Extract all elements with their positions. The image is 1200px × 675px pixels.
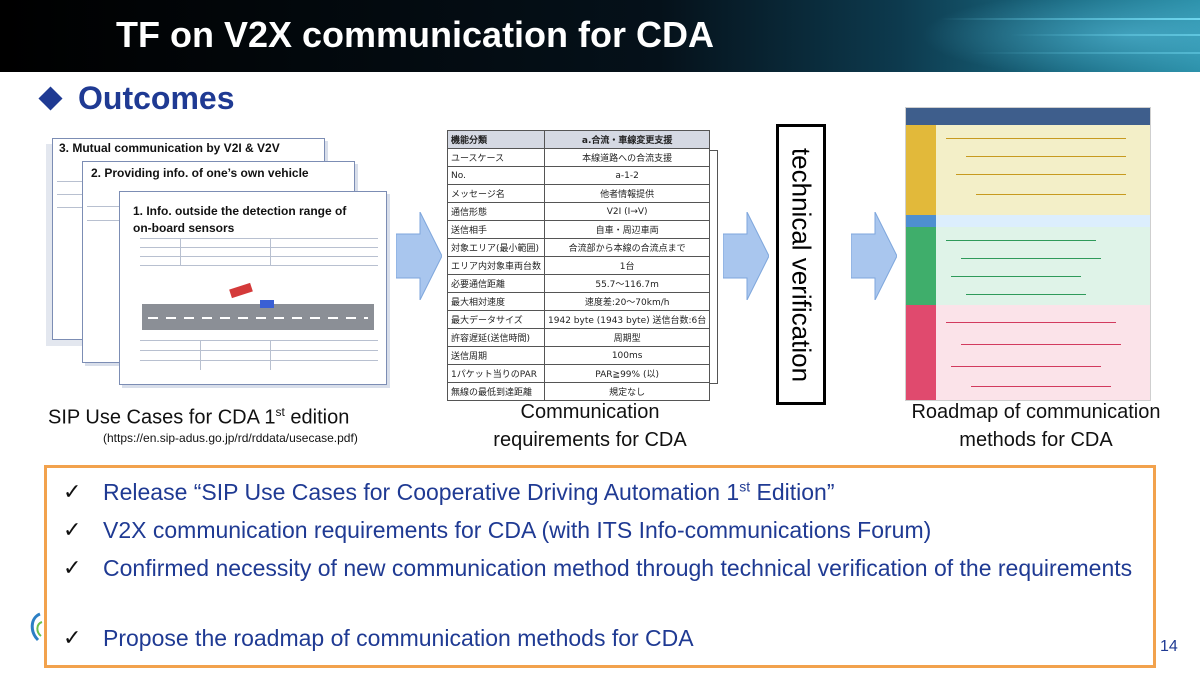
flow-arrow-2: [723, 212, 769, 300]
road-illustration: [142, 304, 374, 330]
requirement-value: 1942 byte (1943 byte) 送信台数:6台: [544, 310, 711, 329]
requirement-value: PAR≧99% (以): [544, 364, 711, 383]
requirement-value: 1台: [544, 256, 711, 275]
outcome-item: ✓ V2X communication requirements for CDA…: [63, 517, 932, 543]
requirement-value: 自車・周辺車両: [544, 220, 711, 239]
doc-title: 3. Mutual communication by V2I & V2V: [59, 141, 280, 155]
roadmap-band: [906, 305, 1150, 400]
requirement-value: a-1-2: [544, 166, 711, 185]
check-icon: ✓: [63, 479, 82, 504]
requirement-value: 他者情報提供: [544, 184, 711, 203]
use-cases-url: (https://en.sip-adus.go.jp/rd/rddata/use…: [103, 431, 358, 445]
check-icon: ✓: [63, 517, 82, 542]
requirement-key: 許容遅延(送信時間): [446, 328, 546, 347]
requirement-key: 最大データサイズ: [446, 310, 546, 329]
flow-arrow-1: [396, 212, 442, 300]
technical-verification-label: technical verification: [786, 147, 817, 382]
requirement-key: 対象エリア(最小範囲): [446, 238, 546, 257]
requirement-key: エリア内対象車両台数: [446, 256, 546, 275]
requirement-value: 55.7〜116.7m: [544, 274, 711, 293]
banner-streak: [940, 18, 1200, 20]
requirement-key: 通信形態: [446, 202, 546, 221]
requirements-row: No.a-1-2: [446, 166, 711, 185]
outcome-item: ✓ Propose the roadmap of communication m…: [63, 625, 694, 651]
requirements-row: 送信相手自車・周辺車両: [446, 220, 711, 239]
car-icon: [260, 300, 274, 308]
slide-title: TF on V2X communication for CDA: [116, 14, 715, 55]
doc-title-line1: 1. Info. outside the detection range of: [133, 204, 347, 218]
requirements-row: 最大相対速度速度差:20〜70km/h: [446, 292, 711, 311]
requirements-row: 無線の最低到達距離規定なし: [446, 382, 711, 401]
car-icon: [229, 282, 253, 299]
flow-arrow-3: [851, 212, 897, 300]
requirement-value: 本線道路への合流支援: [544, 148, 711, 167]
logo-fragment-icon: [30, 612, 43, 642]
requirements-row: ユースケース本線道路への合流支援: [446, 148, 711, 167]
technical-verification-box: technical verification: [776, 124, 826, 405]
requirement-key: 送信相手: [446, 220, 546, 239]
requirement-value: V2I (I→V): [544, 202, 711, 221]
requirements-row: 許容遅延(送信時間)周期型: [446, 328, 711, 347]
doc-title: 2. Providing info. of one’s own vehicle: [91, 166, 309, 180]
roadmap-band: [906, 125, 1150, 215]
outcome-item: ✓ Release “SIP Use Cases for Cooperative…: [63, 478, 835, 505]
requirement-key: 最大相対速度: [446, 292, 546, 311]
roadmap-caption: Roadmap of communication methods for CDA: [911, 401, 1161, 451]
outcomes-box: ✓ Release “SIP Use Cases for Cooperative…: [44, 465, 1156, 668]
requirement-value: 100ms: [544, 346, 711, 365]
requirement-key: 無線の最低到達距離: [446, 382, 546, 401]
requirement-key: ユースケース: [446, 148, 546, 167]
requirement-value: 規定なし: [544, 382, 711, 401]
section-heading: Outcomes: [38, 80, 234, 117]
banner-streak: [970, 52, 1200, 54]
page-number: 14: [1160, 638, 1178, 655]
roadmap-header: [906, 108, 1150, 125]
requirements-caption: Communication requirements for CDA: [493, 401, 687, 451]
requirement-key: 必要通信距離: [446, 274, 546, 293]
use-cases-caption: SIP Use Cases for CDA 1st edition: [48, 405, 350, 429]
section-heading-text: Outcomes: [78, 80, 235, 116]
requirement-value: 合流部から本線の合流点まで: [544, 238, 711, 257]
banner-glow: [920, 0, 1200, 72]
requirement-value: a.合流・車線変更支援: [544, 130, 711, 149]
requirement-key: No.: [446, 166, 546, 185]
check-icon: ✓: [63, 625, 82, 650]
diamond-icon: [38, 86, 63, 111]
requirement-key: 機能分類: [446, 130, 546, 149]
requirement-value: 速度差:20〜70km/h: [544, 292, 711, 311]
requirements-row: 対象エリア(最小範囲)合流部から本線の合流点まで: [446, 238, 711, 257]
use-case-doc-1: 1. Info. outside the detection range of …: [119, 191, 387, 385]
outcome-item: ✓ Confirmed necessity of new communicati…: [63, 555, 1133, 581]
doc-title-line2: on-board sensors: [133, 221, 235, 235]
requirement-key: 送信周期: [446, 346, 546, 365]
banner-streak: [1010, 34, 1200, 36]
check-icon: ✓: [63, 555, 82, 580]
requirement-key: メッセージ名: [446, 184, 546, 203]
requirement-key: 1パケット当りのPAR: [446, 364, 546, 383]
title-banner: TF on V2X communication for CDA: [0, 0, 1200, 72]
roadmap-band: [906, 215, 1150, 227]
requirement-value: 周期型: [544, 328, 711, 347]
requirements-row: メッセージ名他者情報提供: [446, 184, 711, 203]
roadmap-figure: [905, 107, 1151, 401]
